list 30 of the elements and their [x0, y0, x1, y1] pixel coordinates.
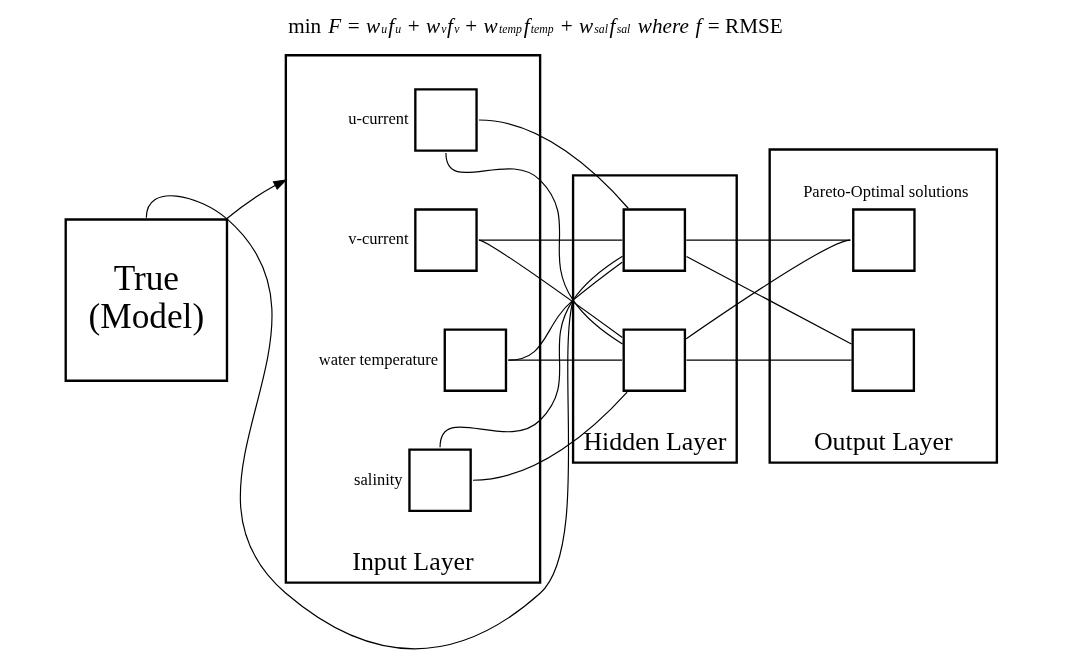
- node-box: [413, 208, 478, 272]
- diagram-title: min F = wufu + wvfv + wtempftemp + wsalfsal where f = RMSE: [287, 14, 783, 39]
- connector: [507, 359, 623, 361]
- connector: [471, 391, 628, 481]
- connector: [477, 119, 629, 209]
- node-box: [851, 328, 915, 392]
- node-box: [407, 448, 472, 513]
- connector: [685, 359, 852, 361]
- node-box: [622, 328, 686, 392]
- node-label: salinity: [353, 469, 403, 489]
- node-label: water temperature: [318, 349, 438, 369]
- node-label: v-current: [347, 229, 409, 249]
- connector: [507, 261, 623, 361]
- connector: [685, 239, 851, 241]
- cluster: Hidden Layer: [571, 174, 738, 464]
- node-box: [413, 88, 478, 152]
- connector: [477, 239, 623, 339]
- node-box: True (Model): [64, 218, 228, 382]
- connector: [685, 255, 852, 345]
- node-label: Pareto-Optimal solutions: [802, 181, 968, 201]
- node-box: [851, 208, 916, 272]
- connector: [145, 195, 574, 650]
- connector: [477, 239, 623, 241]
- node-box: [443, 328, 507, 392]
- node-label: u-current: [347, 109, 409, 129]
- node-box: [622, 208, 686, 272]
- connector: [685, 239, 851, 340]
- arrow: [224, 179, 287, 220]
- connector: [438, 255, 623, 448]
- connector: [444, 152, 623, 345]
